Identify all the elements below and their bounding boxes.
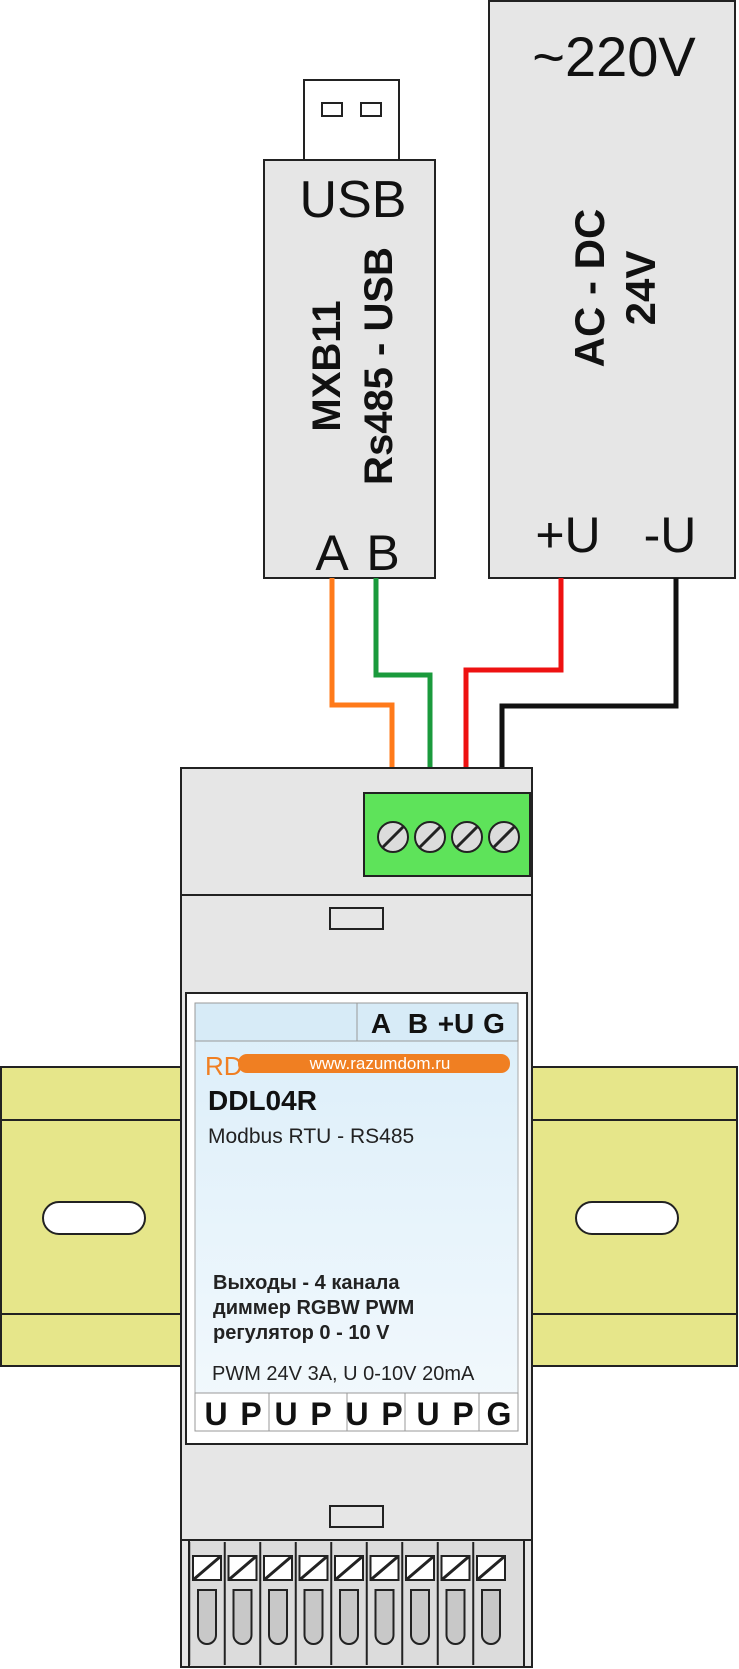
output-screw-terminal — [401, 1542, 435, 1665]
usb-label: USB — [300, 171, 407, 229]
wire-a — [329, 578, 395, 793]
usb-adapter: USB MXB11 Rs485 - USB A B — [263, 79, 436, 581]
din-rail-slot-left — [42, 1201, 146, 1235]
wire-b — [373, 578, 433, 793]
usb-adapter-function: Rs485 - USB — [357, 247, 401, 485]
din-module: A B +U G RD www.razumdom.ru DDL04R Modbu… — [180, 767, 533, 1668]
front-label: A B +U G RD www.razumdom.ru DDL04R Modbu… — [185, 992, 528, 1445]
usb-plug-pin-right — [360, 102, 382, 117]
output-label-9: G — [487, 1396, 512, 1432]
output-screw-terminal — [436, 1542, 471, 1665]
brand-bar — [238, 1054, 510, 1073]
output-screw-terminal — [330, 1542, 364, 1665]
website-link: www.razumdom.ru — [309, 1054, 451, 1073]
device-model: DDL04R — [208, 1085, 317, 1116]
description-line-2: диммер RGBW PWM — [213, 1297, 414, 1319]
wire-minus — [499, 578, 679, 793]
output-screw-terminal — [188, 1542, 222, 1665]
brand-logo: RD — [205, 1051, 243, 1081]
output-label-2: P — [240, 1396, 261, 1432]
terminal-screw-plus — [451, 821, 483, 853]
description-line-1: Выходы - 4 канала — [213, 1272, 400, 1294]
power-supply-voltage: 24V — [617, 251, 664, 326]
usb-plug — [303, 79, 400, 161]
wire-plus — [463, 578, 564, 793]
output-label-3: U — [274, 1396, 297, 1432]
usb-terminal-b: B — [366, 525, 399, 581]
description-line-3: регулятор 0 - 10 V — [213, 1322, 390, 1344]
terminal-screw-a — [377, 821, 409, 853]
power-supply-terminal-minus: -U — [644, 507, 697, 563]
label-terminal-b: B — [408, 1008, 428, 1039]
din-rail-slot-right — [575, 1201, 679, 1235]
output-terminal-labels — [268, 1393, 480, 1431]
output-screw-terminal — [294, 1542, 329, 1665]
module-tab-top — [329, 907, 384, 930]
wires — [329, 578, 679, 793]
power-supply: ~220V AC - DC 24V +U -U — [488, 0, 736, 579]
power-supply-type: AC - DC — [566, 209, 613, 368]
output-label-1: U — [204, 1396, 227, 1432]
power-supply-body — [488, 0, 736, 579]
label-terminal-ground: G — [483, 1008, 505, 1039]
usb-plug-pin-left — [321, 102, 343, 117]
terminal-screw-ground — [488, 821, 520, 853]
input-terminal-block — [363, 792, 531, 877]
output-label-7: U — [416, 1396, 439, 1432]
usb-adapter-body — [263, 159, 436, 579]
output-label-4: P — [310, 1396, 331, 1432]
module-tab-bottom — [329, 1505, 384, 1528]
label-terminal-plus: +U — [438, 1008, 475, 1039]
terminal-screw-b — [414, 821, 446, 853]
output-label-8: P — [452, 1396, 473, 1432]
output-screw-terminal — [472, 1542, 506, 1665]
usb-terminal-a: A — [315, 525, 349, 581]
label-terminal-a: A — [371, 1008, 391, 1039]
output-screw-terminal — [223, 1542, 258, 1665]
output-screw-terminal — [365, 1542, 400, 1665]
usb-adapter-model: MXB11 — [305, 300, 349, 431]
output-label-5: U — [345, 1396, 368, 1432]
output-screw-terminal — [259, 1542, 293, 1665]
power-supply-terminal-plus: +U — [535, 507, 600, 563]
power-supply-input: ~220V — [532, 25, 696, 88]
device-specs: PWM 24V 3A, U 0-10V 20mA — [212, 1363, 475, 1385]
output-label-6: P — [381, 1396, 402, 1432]
device-protocol: Modbus RTU - RS485 — [208, 1125, 414, 1148]
output-terminal-block — [188, 1539, 525, 1668]
